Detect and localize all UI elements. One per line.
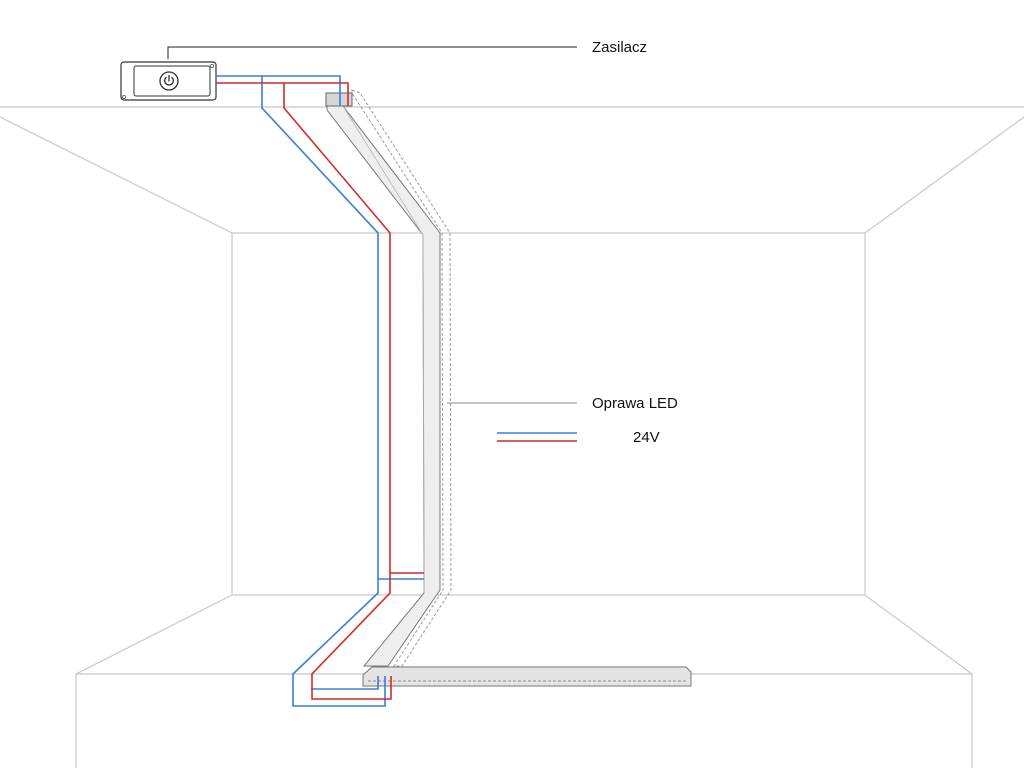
power-icon — [159, 71, 179, 91]
room-outline — [0, 106, 1024, 768]
front-edge — [75, 673, 973, 768]
led-fixture-label: Oprawa LED — [592, 395, 678, 412]
power-supply-screw — [122, 95, 127, 100]
ceiling-right-slope — [864, 116, 1024, 234]
voltage-label: 24V — [633, 429, 660, 446]
wires-blue — [216, 75, 424, 707]
power-supply — [120, 61, 217, 101]
power-supply-panel — [133, 65, 211, 97]
wire-blue-main — [216, 75, 386, 707]
led-fixture — [325, 89, 692, 687]
floor-right-slope — [864, 594, 973, 675]
label-leaders — [167, 46, 577, 404]
power-supply-screw — [209, 64, 214, 69]
wires-red — [216, 82, 424, 700]
led-profile-shadow — [351, 89, 452, 667]
legend-swatches — [497, 432, 577, 442]
led-profile-floor-bar — [362, 666, 692, 687]
wire-blue-floor — [311, 676, 379, 690]
led-profile — [326, 105, 441, 667]
ceiling-left-slope — [0, 116, 233, 234]
led-profile-edge — [342, 105, 424, 236]
led-profile-edge — [422, 234, 425, 594]
wire-red-main — [216, 82, 392, 700]
wire-red-top — [284, 82, 349, 106]
power-supply-label: Zasilacz — [592, 39, 648, 56]
back-wall — [231, 232, 866, 596]
wire-blue-top — [262, 75, 341, 106]
led-profile-top-cap — [325, 92, 353, 107]
floor-left-slope — [75, 594, 233, 675]
power-supply-leader — [167, 46, 577, 59]
